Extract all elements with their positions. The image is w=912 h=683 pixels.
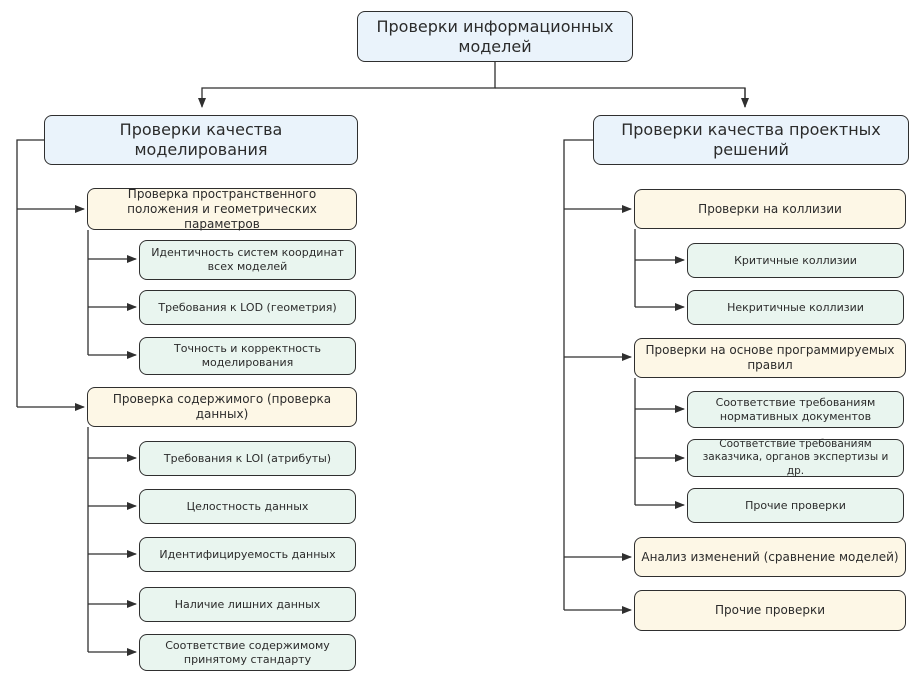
leaf-lod: Требования к LOD (геометрия) <box>139 290 356 325</box>
leaf-standard: Соответствие содержимому принятому станд… <box>139 634 356 671</box>
collisions-check-node: Проверки на коллизии <box>634 189 906 229</box>
leaf-coordinates: Идентичность систем координат всех модел… <box>139 240 356 280</box>
root-node: Проверки информационных моделей <box>357 11 633 62</box>
leaf-customer-requirements: Соответствие требованиям заказчика, орга… <box>687 438 904 477</box>
changes-analysis-node: Анализ изменений (сравнение моделей) <box>634 537 906 577</box>
connector-modeling-trunk <box>16 139 45 407</box>
connector-design-trunk <box>563 139 594 610</box>
leaf-loi: Требования к LOI (атрибуты) <box>139 441 356 476</box>
leaf-identifiability: Идентифицируемость данных <box>139 537 356 572</box>
leaf-integrity: Целостность данных <box>139 489 356 524</box>
connector-root-design <box>495 87 746 107</box>
connector-root-modeling <box>198 62 496 108</box>
leaf-noncritical-collisions: Некритичные коллизии <box>687 290 904 325</box>
leaf-accuracy: Точность и корректность моделирования <box>139 337 356 375</box>
rules-check-node: Проверки на основе программируемых прави… <box>634 338 906 378</box>
other-checks-node: Прочие проверки <box>634 590 906 631</box>
leaf-normative-docs: Соответствие требованиям нормативных док… <box>687 391 904 428</box>
modeling-quality-node: Проверки качества моделирования <box>44 115 358 165</box>
content-check-node: Проверка содержимого (проверка данных) <box>87 387 357 427</box>
leaf-critical-collisions: Критичные коллизии <box>687 243 904 278</box>
spatial-check-node: Проверка пространственного положения и г… <box>87 187 357 231</box>
leaf-excess-data: Наличие лишних данных <box>139 587 356 622</box>
leaf-rules-other: Прочие проверки <box>687 488 904 523</box>
design-quality-node: Проверки качества проектных решений <box>593 115 909 165</box>
